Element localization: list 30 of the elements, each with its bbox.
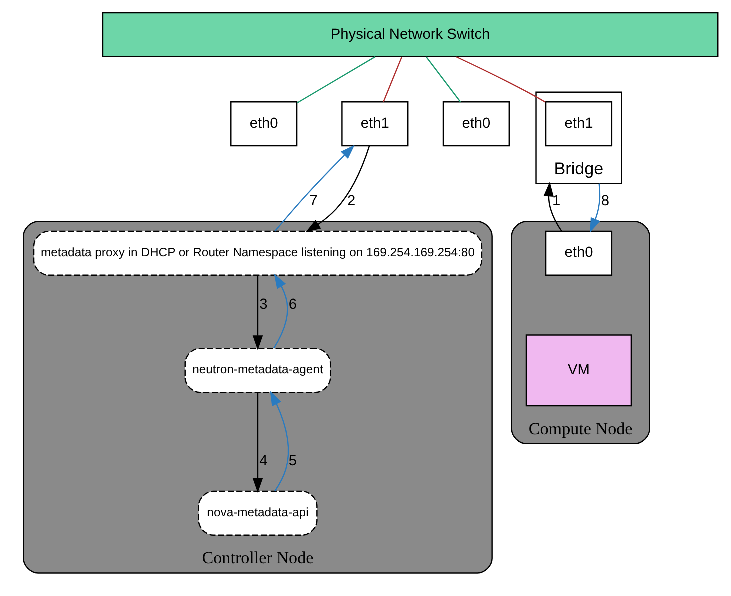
node-box: neutron-metadata-agent (184, 348, 331, 394)
edge-label: 5 (288, 453, 297, 470)
edge-label: 6 (288, 297, 297, 314)
edge-label: 3 (259, 297, 268, 314)
node-box: eth0 (230, 102, 298, 147)
node-box: VM (525, 334, 632, 407)
node-box: eth1 (341, 102, 408, 147)
node-box: metadata proxy in DHCP or Router Namespace listening on 169.254.169.254:80 (32, 230, 482, 276)
edge-label: 2 (346, 193, 356, 210)
arrow (252, 393, 263, 493)
edge-label: 7 (309, 193, 318, 210)
edge-label: 1 (552, 193, 560, 210)
arrow (590, 184, 600, 233)
connector (382, 56, 402, 102)
node-box: eth0 (442, 102, 510, 147)
arrow (252, 276, 263, 350)
arrow (270, 391, 289, 492)
edge-label: 8 (600, 193, 609, 210)
node-box: eth1 (544, 102, 612, 147)
connector (426, 56, 461, 102)
arrow (543, 182, 562, 232)
arrow (274, 145, 354, 232)
node-box: eth0 (544, 230, 612, 276)
connector (296, 56, 376, 104)
connector (456, 56, 546, 103)
edge-label: 4 (259, 453, 268, 470)
node-box: nova-metadata-api (198, 490, 318, 536)
node-box: Physical Network Switch (102, 12, 718, 58)
arrow (272, 274, 288, 349)
arrow (306, 146, 370, 232)
